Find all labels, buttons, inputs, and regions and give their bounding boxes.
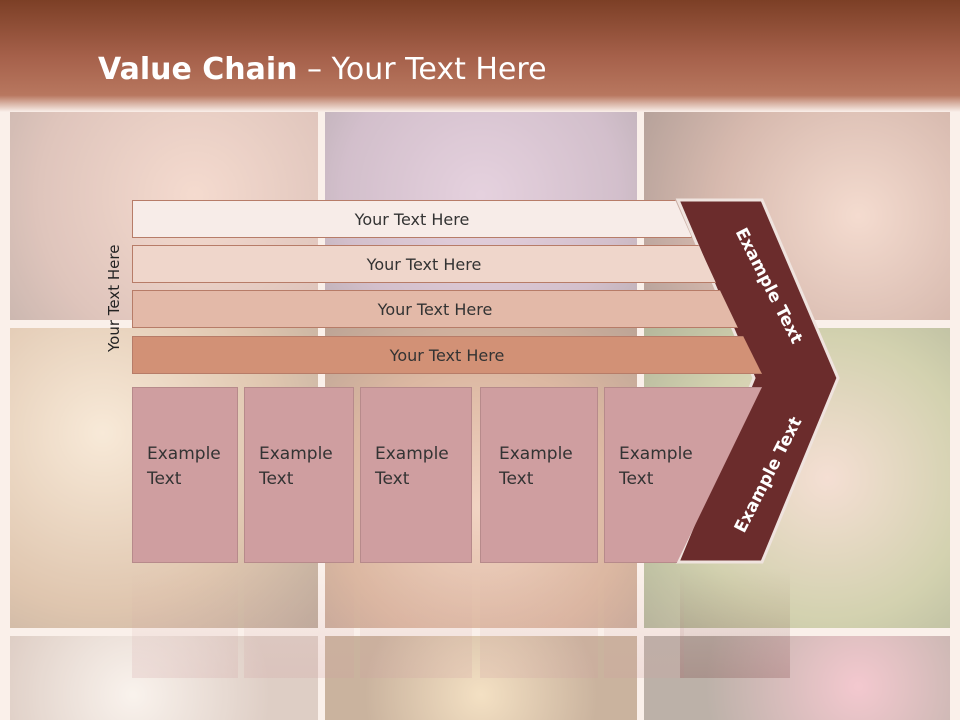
reflection-strip xyxy=(604,568,684,678)
box-text-line1: Example xyxy=(259,444,333,464)
box-text-line2: Text xyxy=(499,469,534,489)
box-text-line1: Example xyxy=(619,444,693,464)
activity-row: Your Text Here xyxy=(132,336,762,374)
box-text-line1: Example xyxy=(147,444,221,464)
reflection-strip xyxy=(132,568,238,678)
activity-box: Example Text xyxy=(132,387,238,563)
title-bold: Value Chain xyxy=(98,52,298,87)
box-text-line1: Example xyxy=(375,444,449,464)
activity-row: Your Text Here xyxy=(132,200,692,238)
reflection-strip xyxy=(680,568,790,678)
slide-title: Value Chain – Your Text Here xyxy=(98,52,547,87)
side-label: Your Text Here xyxy=(105,244,123,352)
title-rest: – Your Text Here xyxy=(297,52,547,87)
box-text-line2: Text xyxy=(375,469,410,489)
activity-box: Example Text xyxy=(244,387,354,563)
activity-box: Example Text xyxy=(480,387,598,563)
activity-row: Your Text Here xyxy=(132,290,738,328)
activity-box: Example Text xyxy=(360,387,472,563)
box-text-line1: Example xyxy=(499,444,573,464)
box-text-line2: Text xyxy=(147,469,182,489)
reflection-strip xyxy=(360,568,472,678)
box-text-line2: Text xyxy=(619,469,654,489)
reflection-strip xyxy=(480,568,598,678)
box-text-line2: Text xyxy=(259,469,294,489)
title-banner xyxy=(0,0,960,112)
reflection-strip xyxy=(244,568,354,678)
activity-row: Your Text Here xyxy=(132,245,716,283)
